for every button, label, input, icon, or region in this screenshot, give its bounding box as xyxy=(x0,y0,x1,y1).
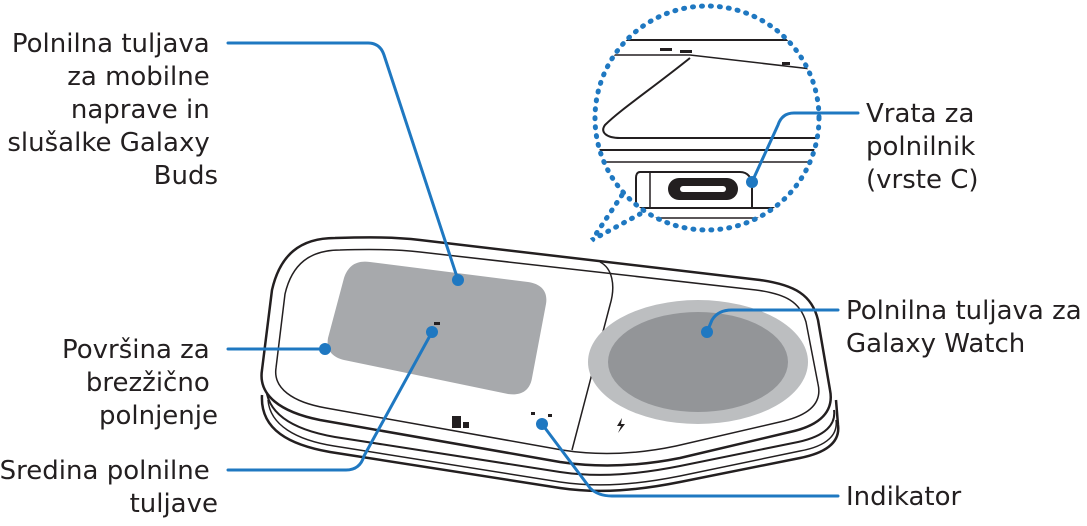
watch-symbol-icon xyxy=(617,418,625,433)
label-coil-mobile-line: za mobilne xyxy=(67,62,210,92)
charger-device xyxy=(260,236,840,493)
port-zoom-bubble xyxy=(589,3,822,243)
indicator-led-left xyxy=(531,412,535,415)
label-port: Vrata za polnilnik (vrste C) xyxy=(866,99,984,195)
phone-charging-coil xyxy=(327,261,547,395)
leader-dot-coil-center xyxy=(426,326,438,338)
label-watch-coil-line: Polnilna tuljava za xyxy=(846,296,1082,326)
label-coil-mobile: Polnilna tuljava za mobilne naprave in s… xyxy=(7,29,218,191)
leader-port xyxy=(750,111,860,184)
zoom-bubble-outline xyxy=(592,3,822,233)
leader-indicator xyxy=(540,422,840,498)
label-coil-center: Sredina polnilne tuljave xyxy=(0,456,218,519)
label-port-line: polnilnik xyxy=(866,132,975,162)
leader-coil-center xyxy=(226,330,434,472)
leader-dot-port xyxy=(746,176,758,188)
charger-lower-edge xyxy=(267,399,837,486)
leader-dot-indicator xyxy=(536,418,548,430)
label-coil-mobile-line: naprave in xyxy=(71,95,210,125)
charger-mid-edge xyxy=(265,384,836,476)
label-coil-mobile-line: slušalke Galaxy xyxy=(7,128,209,158)
label-coil-center-line: Sredina polnilne xyxy=(0,456,210,486)
label-watch-coil-line: Galaxy Watch xyxy=(846,329,1025,359)
usb-c-port-icon xyxy=(668,178,738,200)
pad-divider xyxy=(571,261,614,451)
label-surface-line: brezžično xyxy=(86,368,210,398)
indicator-led-right xyxy=(548,414,552,417)
watch-charging-coil xyxy=(608,312,788,412)
label-surface-line: Površina za xyxy=(62,335,210,365)
zoom-bubble-pointer xyxy=(589,192,643,243)
label-surface-line: polnjenje xyxy=(99,401,218,431)
label-port-line: (vrste C) xyxy=(866,165,979,195)
label-indicator: Indikator xyxy=(846,482,962,512)
label-port-line: Vrata za xyxy=(866,99,974,129)
coil-center-marker xyxy=(434,322,440,325)
label-coil-center-line: tuljave xyxy=(130,489,218,519)
label-watch-coil: Polnilna tuljava za Galaxy Watch xyxy=(846,296,1087,359)
leader-dot-surface xyxy=(319,343,331,355)
label-coil-mobile-line: Buds xyxy=(154,161,218,191)
label-coil-mobile-line: Polnilna tuljava xyxy=(12,29,210,59)
phone-symbol-icon xyxy=(452,416,469,428)
label-surface: Površina za brezžično polnjenje xyxy=(62,335,218,431)
leader-watch-coil xyxy=(705,308,840,334)
leader-coil-mobile xyxy=(226,41,460,282)
label-indicator-line: Indikator xyxy=(846,482,962,512)
leader-dot-coil-mobile xyxy=(452,274,464,286)
leader-dot-watch-coil xyxy=(701,326,713,338)
